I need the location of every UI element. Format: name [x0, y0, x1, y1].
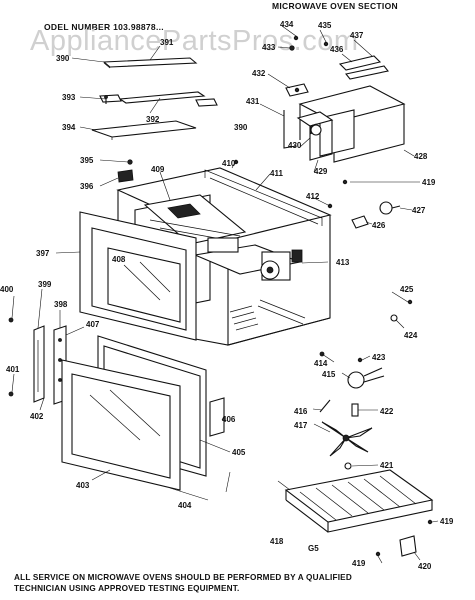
- stirrer-432: [285, 83, 309, 97]
- label-432: 432: [252, 69, 266, 78]
- control-module: [143, 194, 247, 253]
- label-392: 392: [146, 115, 160, 124]
- pin-393: [104, 95, 108, 104]
- label-420: 420: [418, 562, 432, 571]
- label-418: 418: [270, 537, 284, 546]
- label-431: 431: [246, 97, 260, 106]
- label-400: 400: [0, 285, 14, 294]
- label-412: 412: [306, 192, 320, 201]
- label-398: 398: [54, 300, 68, 309]
- screw-435: [323, 41, 329, 47]
- model-number: ODEL NUMBER 103.98878...: [44, 22, 164, 32]
- label-403: 403: [76, 481, 90, 490]
- label-419-top: 419: [422, 178, 436, 187]
- label-436: 436: [330, 45, 344, 54]
- label-406: 406: [222, 415, 236, 424]
- service-note-line2: TECHNICIAN USING APPROVED TESTING EQUIPM…: [14, 584, 239, 593]
- label-419-right: 419: [440, 517, 454, 526]
- label-393: 393: [62, 93, 76, 102]
- label-413: 413: [336, 258, 350, 267]
- door-bracket-406: [209, 397, 225, 437]
- cover-420: [399, 535, 417, 557]
- label-397: 397: [36, 249, 50, 258]
- service-note-line1: ALL SERVICE ON MICROWAVE OVENS SHOULD BE…: [14, 573, 352, 582]
- clip-396: [117, 169, 134, 183]
- fan-motor-415: [347, 367, 385, 389]
- top-trim-strip: [99, 57, 218, 107]
- label-402: 402: [30, 412, 44, 421]
- part-labels: 390 391 393 392 390 394 395 396 397 409 …: [0, 20, 454, 571]
- label-434: 434: [280, 20, 294, 29]
- label-408: 408: [112, 255, 126, 264]
- bar-437: [345, 65, 389, 80]
- label-399: 399: [38, 280, 52, 289]
- bracket-436: [338, 55, 382, 71]
- label-414: 414: [314, 359, 328, 368]
- label-410: 410: [222, 159, 236, 168]
- label-424: 424: [404, 331, 418, 340]
- label-407: 407: [86, 320, 100, 329]
- door-hinge-399: [33, 325, 45, 403]
- label-433: 433: [262, 43, 276, 52]
- bracket-431: [283, 110, 297, 149]
- screw-401: [8, 391, 14, 397]
- fan-blade-417: [321, 421, 373, 457]
- label-423: 423: [372, 353, 386, 362]
- label-422: 422: [380, 407, 394, 416]
- watermark-text: AppliancePartsPros.com: [30, 25, 359, 57]
- label-421: 421: [380, 461, 394, 470]
- label-437: 437: [350, 31, 364, 40]
- label-425: 425: [400, 285, 414, 294]
- label-429: 429: [314, 167, 328, 176]
- label-390-left: 390: [56, 54, 70, 63]
- label-394: 394: [62, 123, 76, 132]
- label-411: 411: [270, 169, 283, 178]
- screw-400: [8, 317, 14, 323]
- lamp-427: [379, 201, 401, 215]
- screw-434: [293, 35, 299, 41]
- door-assembly-403: [61, 359, 181, 491]
- bottom-tray-418: [284, 469, 434, 533]
- label-415: 415: [322, 370, 336, 379]
- screw-423: [357, 357, 363, 363]
- motor-413: [260, 249, 303, 281]
- label-419-bottom: 419: [352, 559, 366, 568]
- label-428: 428: [414, 152, 428, 161]
- screw-419-top: [342, 179, 348, 185]
- spacer-422: [351, 403, 359, 417]
- screw-395: [127, 159, 133, 165]
- label-416: 416: [294, 407, 308, 416]
- label-404: 404: [178, 501, 192, 510]
- label-396: 396: [80, 182, 94, 191]
- screw-419-right: [427, 519, 433, 525]
- label-427: 427: [412, 206, 426, 215]
- label-391: 391: [160, 38, 174, 47]
- label-409: 409: [151, 165, 165, 174]
- label-401: 401: [6, 365, 20, 374]
- label-430: 430: [288, 141, 302, 150]
- screw-425: [407, 299, 413, 305]
- label-417: 417: [294, 421, 308, 430]
- label-g5: G5: [308, 544, 319, 553]
- label-435: 435: [318, 21, 332, 30]
- label-426: 426: [372, 221, 386, 230]
- label-395: 395: [80, 156, 94, 165]
- nut-424: [390, 314, 398, 322]
- screw-419-bottom: [375, 551, 381, 557]
- door-frame: [79, 211, 197, 341]
- nut-421: [344, 462, 352, 470]
- leader-lines: [11, 25, 439, 564]
- lamp-socket-426: [351, 215, 369, 229]
- antenna-430: [310, 124, 322, 136]
- section-title: MICROWAVE OVEN SECTION: [272, 1, 398, 11]
- screw-433: [289, 45, 295, 51]
- top-plate: [91, 120, 197, 140]
- label-405: 405: [232, 448, 246, 457]
- label-390-right: 390: [234, 123, 248, 132]
